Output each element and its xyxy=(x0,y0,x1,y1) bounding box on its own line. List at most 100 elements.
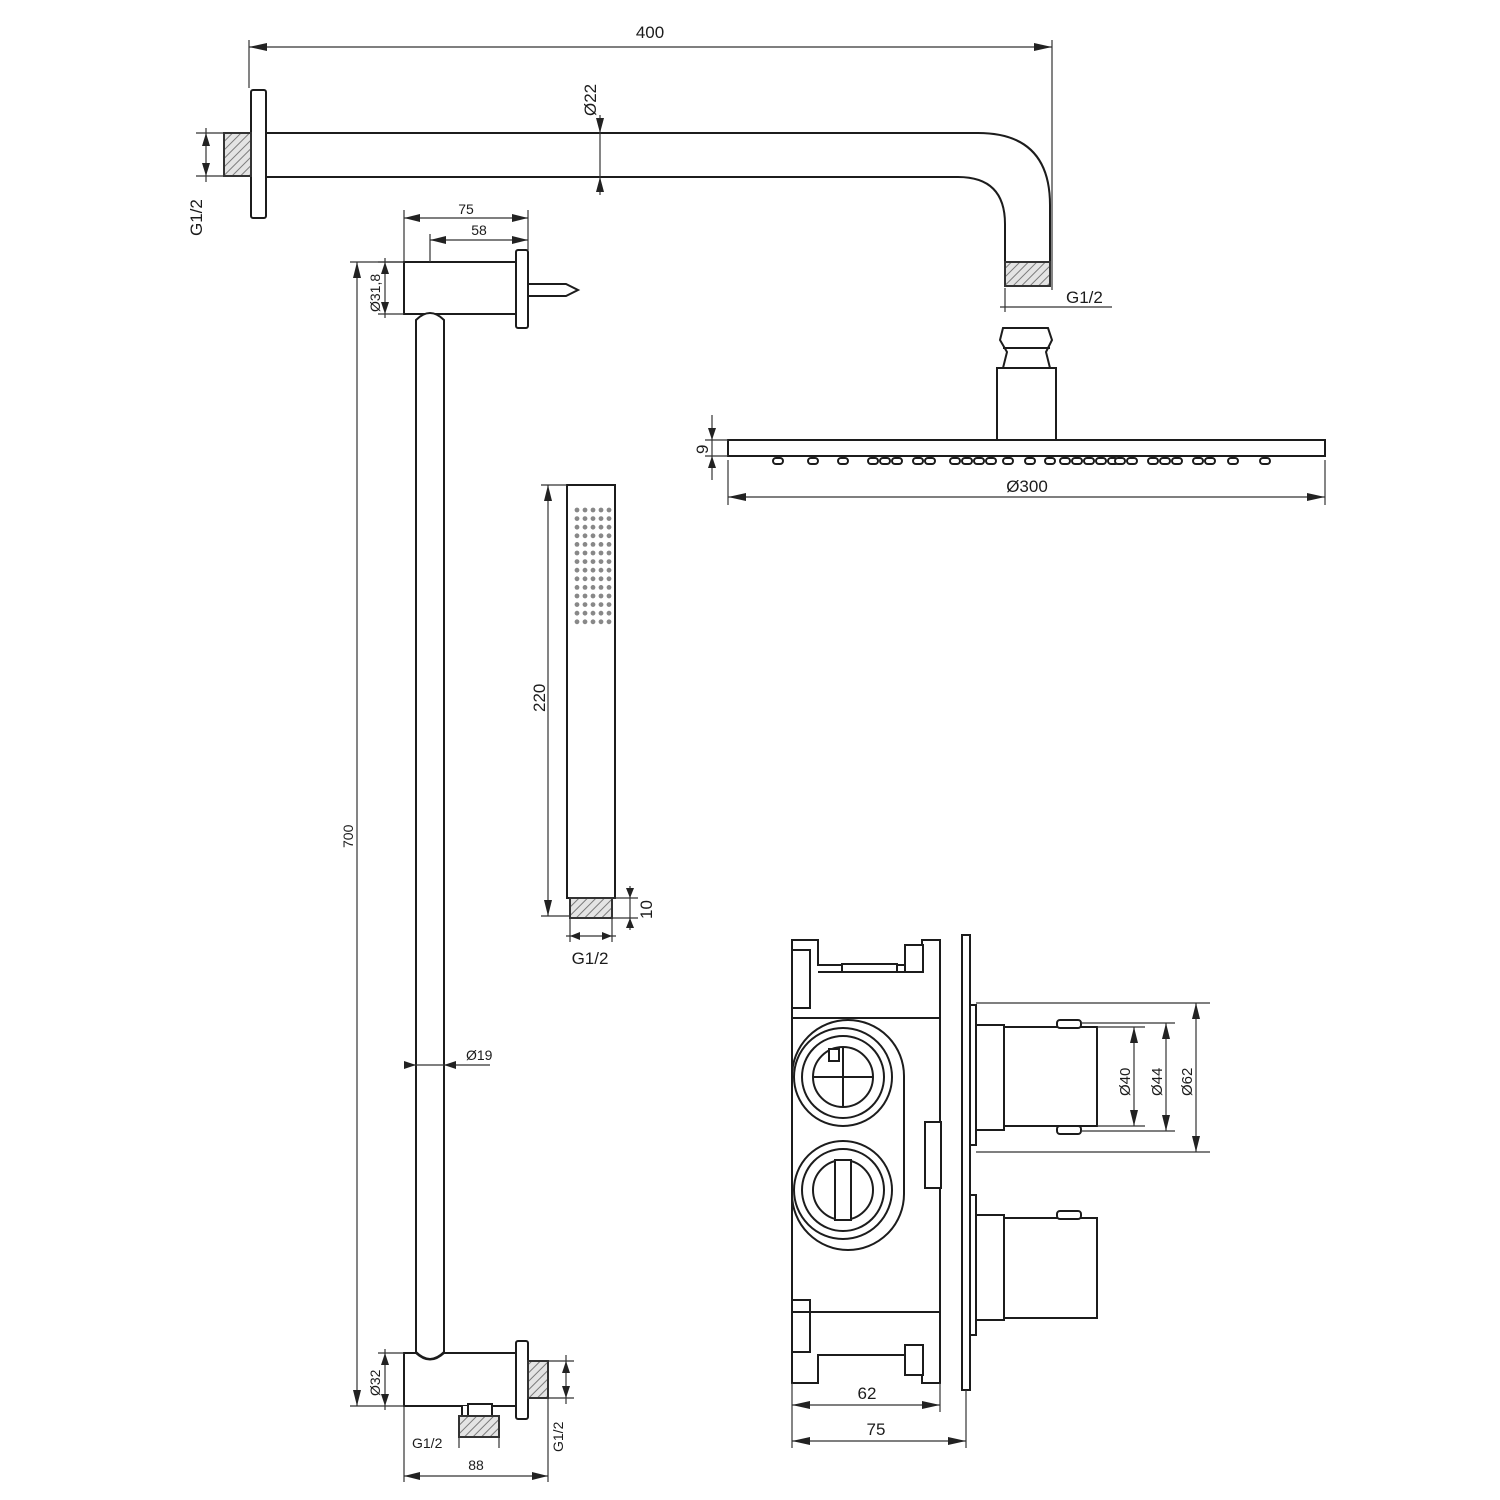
nozzle xyxy=(837,457,849,465)
mixer-depth-total-label: 75 xyxy=(867,1420,886,1439)
hose-outlet-thread xyxy=(458,1415,500,1438)
spray-dot xyxy=(606,524,612,530)
spray-dot xyxy=(574,602,580,607)
spray-dot xyxy=(606,593,612,599)
spray-dot xyxy=(606,533,612,539)
lower-handle-base xyxy=(975,1214,1005,1321)
rain-shower-head: 9 Ø300 xyxy=(693,327,1326,505)
spray-dot xyxy=(590,559,596,564)
spray-dot xyxy=(582,516,588,521)
bottom-bracket-body xyxy=(403,1352,517,1407)
spray-dot xyxy=(574,593,580,599)
arm-outlet-thread-label: G1/2 xyxy=(1066,288,1103,307)
spray-dot xyxy=(590,593,596,599)
spray-dot xyxy=(574,524,580,530)
arm-outlet-thread xyxy=(1004,261,1051,287)
spray-dot xyxy=(590,585,596,590)
bottom-wall-thread xyxy=(527,1360,549,1399)
handle-d40-label: Ø40 xyxy=(1117,1068,1134,1096)
spray-dot xyxy=(598,593,604,599)
nozzle xyxy=(1159,457,1171,465)
connector-height-label: 10 xyxy=(637,900,656,919)
spray-dot xyxy=(574,533,580,539)
hand-shower-nozzles xyxy=(574,507,612,625)
bottom-bracket-flange xyxy=(515,1340,529,1420)
spray-dot xyxy=(582,602,588,607)
spray-dot xyxy=(590,602,596,607)
nozzle xyxy=(1114,457,1126,465)
nozzle xyxy=(879,457,891,465)
nozzle xyxy=(1044,457,1056,465)
spray-dot xyxy=(574,585,580,590)
wall-screw xyxy=(528,283,581,297)
head-thickness-label: 9 xyxy=(693,445,712,454)
nozzle xyxy=(1204,457,1216,465)
arm-diameter-label: Ø22 xyxy=(581,84,600,116)
top-bracket-body xyxy=(403,261,517,315)
top-bracket-diameter-label: Ø31,8 xyxy=(367,274,383,312)
spray-dot xyxy=(598,576,604,582)
spray-dot xyxy=(606,585,612,590)
nozzle-row xyxy=(772,457,1271,465)
spray-dot xyxy=(582,550,588,556)
spray-dot xyxy=(598,567,604,573)
head-neck xyxy=(996,367,1057,441)
spray-dot xyxy=(582,507,588,513)
spray-dot xyxy=(606,516,612,521)
spray-dot xyxy=(574,550,580,556)
arm-pipe xyxy=(266,132,1051,262)
hand-shower: 220 10 G1/2 xyxy=(530,484,656,968)
spray-dot xyxy=(582,593,588,599)
head-diameter-label: Ø300 xyxy=(1006,477,1048,496)
nozzle xyxy=(1083,457,1095,465)
bar-bottom-width-label: 88 xyxy=(468,1457,484,1473)
spray-dot xyxy=(598,516,604,521)
upper-handle xyxy=(1003,1026,1098,1127)
spray-dot xyxy=(582,610,588,616)
nozzle xyxy=(985,457,997,465)
nozzle xyxy=(1171,457,1183,465)
nozzle xyxy=(1002,457,1014,465)
nozzle xyxy=(1095,457,1107,465)
spray-dot xyxy=(598,524,604,530)
spray-dot xyxy=(606,619,612,625)
spray-dot xyxy=(582,533,588,539)
nozzle xyxy=(912,457,924,465)
spray-dot xyxy=(598,585,604,590)
spray-dot xyxy=(598,533,604,539)
hand-shower-connector xyxy=(569,897,613,919)
wall-thread-label: G1/2 xyxy=(187,199,206,236)
nozzle xyxy=(961,457,973,465)
spray-dot xyxy=(582,542,588,547)
hose-outlet-nut xyxy=(467,1403,493,1417)
nozzle xyxy=(1059,457,1071,465)
spray-dot xyxy=(606,507,612,513)
spray-dot xyxy=(598,602,604,607)
lower-handle xyxy=(1003,1217,1098,1319)
bar-tube xyxy=(415,312,445,1360)
upper-handle-base xyxy=(975,1024,1005,1131)
hand-shower-thread-label: G1/2 xyxy=(572,949,609,968)
spray-dot xyxy=(574,516,580,521)
spray-dot xyxy=(574,610,580,616)
spray-dot xyxy=(590,610,596,616)
handle-d62-label: Ø62 xyxy=(1179,1068,1196,1096)
bottom-wall-thread-label: G1/2 xyxy=(550,1421,566,1452)
nozzle xyxy=(949,457,961,465)
spray-dot xyxy=(598,610,604,616)
nozzle xyxy=(1147,457,1159,465)
spray-dot xyxy=(590,550,596,556)
slide-bar: 75 58 Ø31,8 700 Ø19 Ø32 xyxy=(340,201,581,1482)
spray-dot xyxy=(590,567,596,573)
spray-dot xyxy=(590,533,596,539)
spray-dot xyxy=(590,619,596,625)
spray-dot xyxy=(606,550,612,556)
spray-dot xyxy=(606,576,612,582)
spray-dot xyxy=(606,542,612,547)
spray-dot xyxy=(598,542,604,547)
nozzle xyxy=(1024,457,1036,465)
wall-thread xyxy=(223,132,252,177)
spray-dot xyxy=(606,602,612,607)
bottom-bracket-diameter-label: Ø32 xyxy=(367,1369,383,1396)
